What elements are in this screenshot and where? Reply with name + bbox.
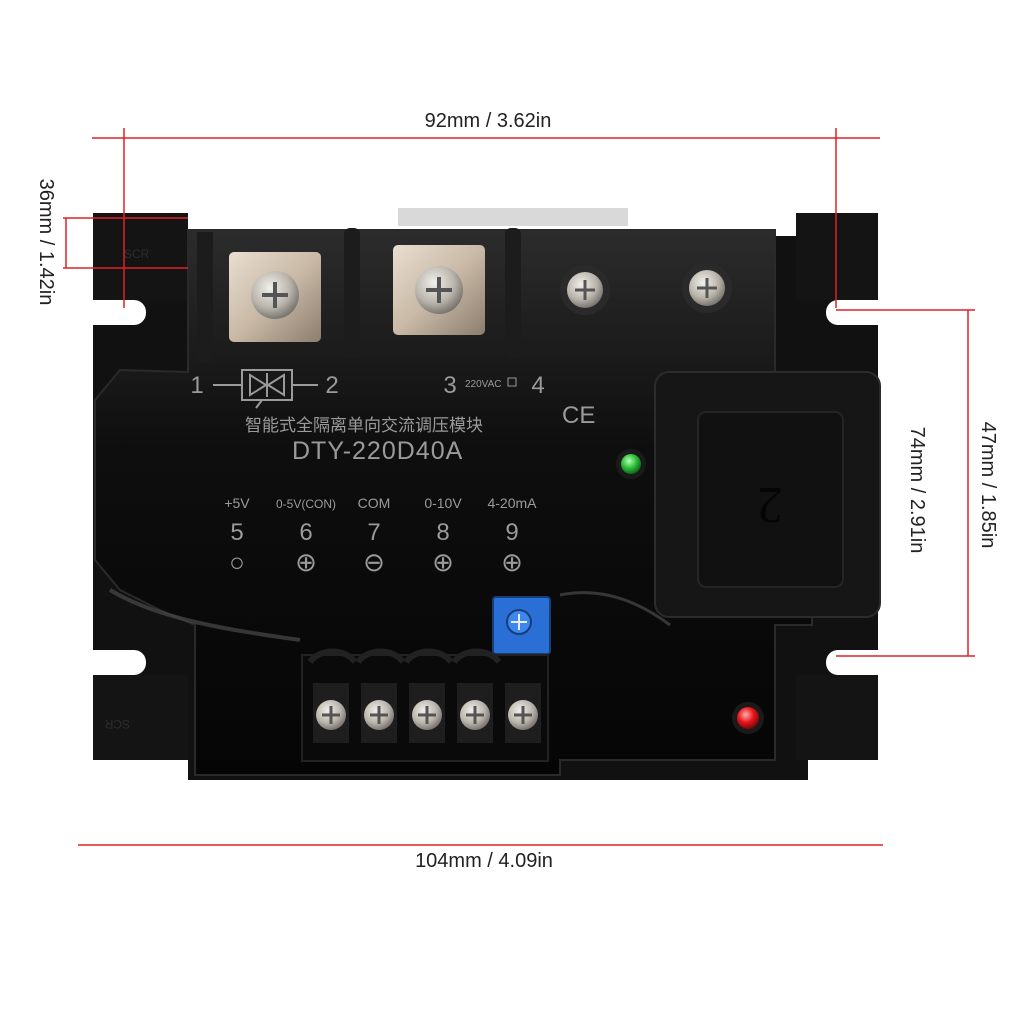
control-label: COM xyxy=(358,495,391,511)
control-screw xyxy=(313,683,349,743)
power-terminal-num: 2 xyxy=(325,372,338,399)
control-screw xyxy=(361,683,397,743)
polarity-symbol: ⊖ xyxy=(363,547,385,577)
mount-slot-bottom-left xyxy=(60,650,146,675)
mount-slot-top-right xyxy=(826,300,912,325)
control-screw xyxy=(409,683,445,743)
dim-width-top: 92mm / 3.62in xyxy=(425,110,552,132)
mount-marking: SCR xyxy=(104,717,130,731)
dim-height-right-inner: 74mm / 2.91in xyxy=(906,427,928,554)
control-num: 8 xyxy=(436,519,449,546)
power-terminal-screw-4 xyxy=(682,263,732,313)
control-terminal-labels: +5V 0-5V(CON) COM 0-10V 4-20mA 5 6 7 8 9… xyxy=(224,495,537,577)
dim-height-left: 36mm / 1.42in xyxy=(35,179,57,306)
power-terminal-num: 3 xyxy=(443,372,456,399)
polarity-symbol: ⊕ xyxy=(295,547,317,577)
power-terminal-block-1 xyxy=(229,252,321,342)
control-num: 7 xyxy=(367,519,380,546)
mount-slot-bottom-right xyxy=(826,650,912,675)
power-terminal-screw-3 xyxy=(560,265,610,315)
knob-digit: 2 xyxy=(757,476,783,533)
control-label: 4-20mA xyxy=(487,495,537,511)
control-label: 0-5V(CON) xyxy=(276,497,336,511)
mount-marking: SCR xyxy=(124,247,150,261)
dim-width-bottom: 104mm / 4.09in xyxy=(415,850,553,872)
power-terminal-num: 4 xyxy=(531,372,544,399)
control-num: 5 xyxy=(230,519,243,546)
knob-cover: 2 xyxy=(654,371,881,618)
polarity-symbol: ○ xyxy=(229,547,245,577)
power-terminal-num: 1 xyxy=(190,372,203,399)
ce-mark: CE xyxy=(562,402,595,429)
dimension-lines xyxy=(63,128,975,846)
polarity-symbol: ⊕ xyxy=(432,547,454,577)
dim-height-right-outer: 47mm / 1.85in xyxy=(977,422,999,549)
top-label-strip xyxy=(398,208,628,226)
module-title-cn: 智能式全隔离单向交流调压模块 xyxy=(245,416,483,436)
control-screw xyxy=(457,683,493,743)
ssr-module: 1 2 3 4 220VAC 智能式全隔离单向交流调压模块 DTY-220D40… xyxy=(60,208,912,780)
trim-potentiometer-icon xyxy=(492,596,551,655)
green-led-icon xyxy=(616,449,646,479)
control-label: +5V xyxy=(224,495,250,511)
polarity-symbol: ⊕ xyxy=(501,547,523,577)
control-num: 6 xyxy=(299,519,312,546)
control-label: 0-10V xyxy=(424,495,462,511)
voltage-label: 220VAC xyxy=(465,379,502,390)
model-number: DTY-220D40A xyxy=(292,437,463,465)
control-screw xyxy=(505,683,541,743)
red-led-icon xyxy=(732,702,764,734)
power-terminal-block-2 xyxy=(393,245,485,335)
mount-slot-top-left xyxy=(60,300,146,325)
triac-symbol-icon xyxy=(213,369,318,409)
control-num: 9 xyxy=(505,519,518,546)
